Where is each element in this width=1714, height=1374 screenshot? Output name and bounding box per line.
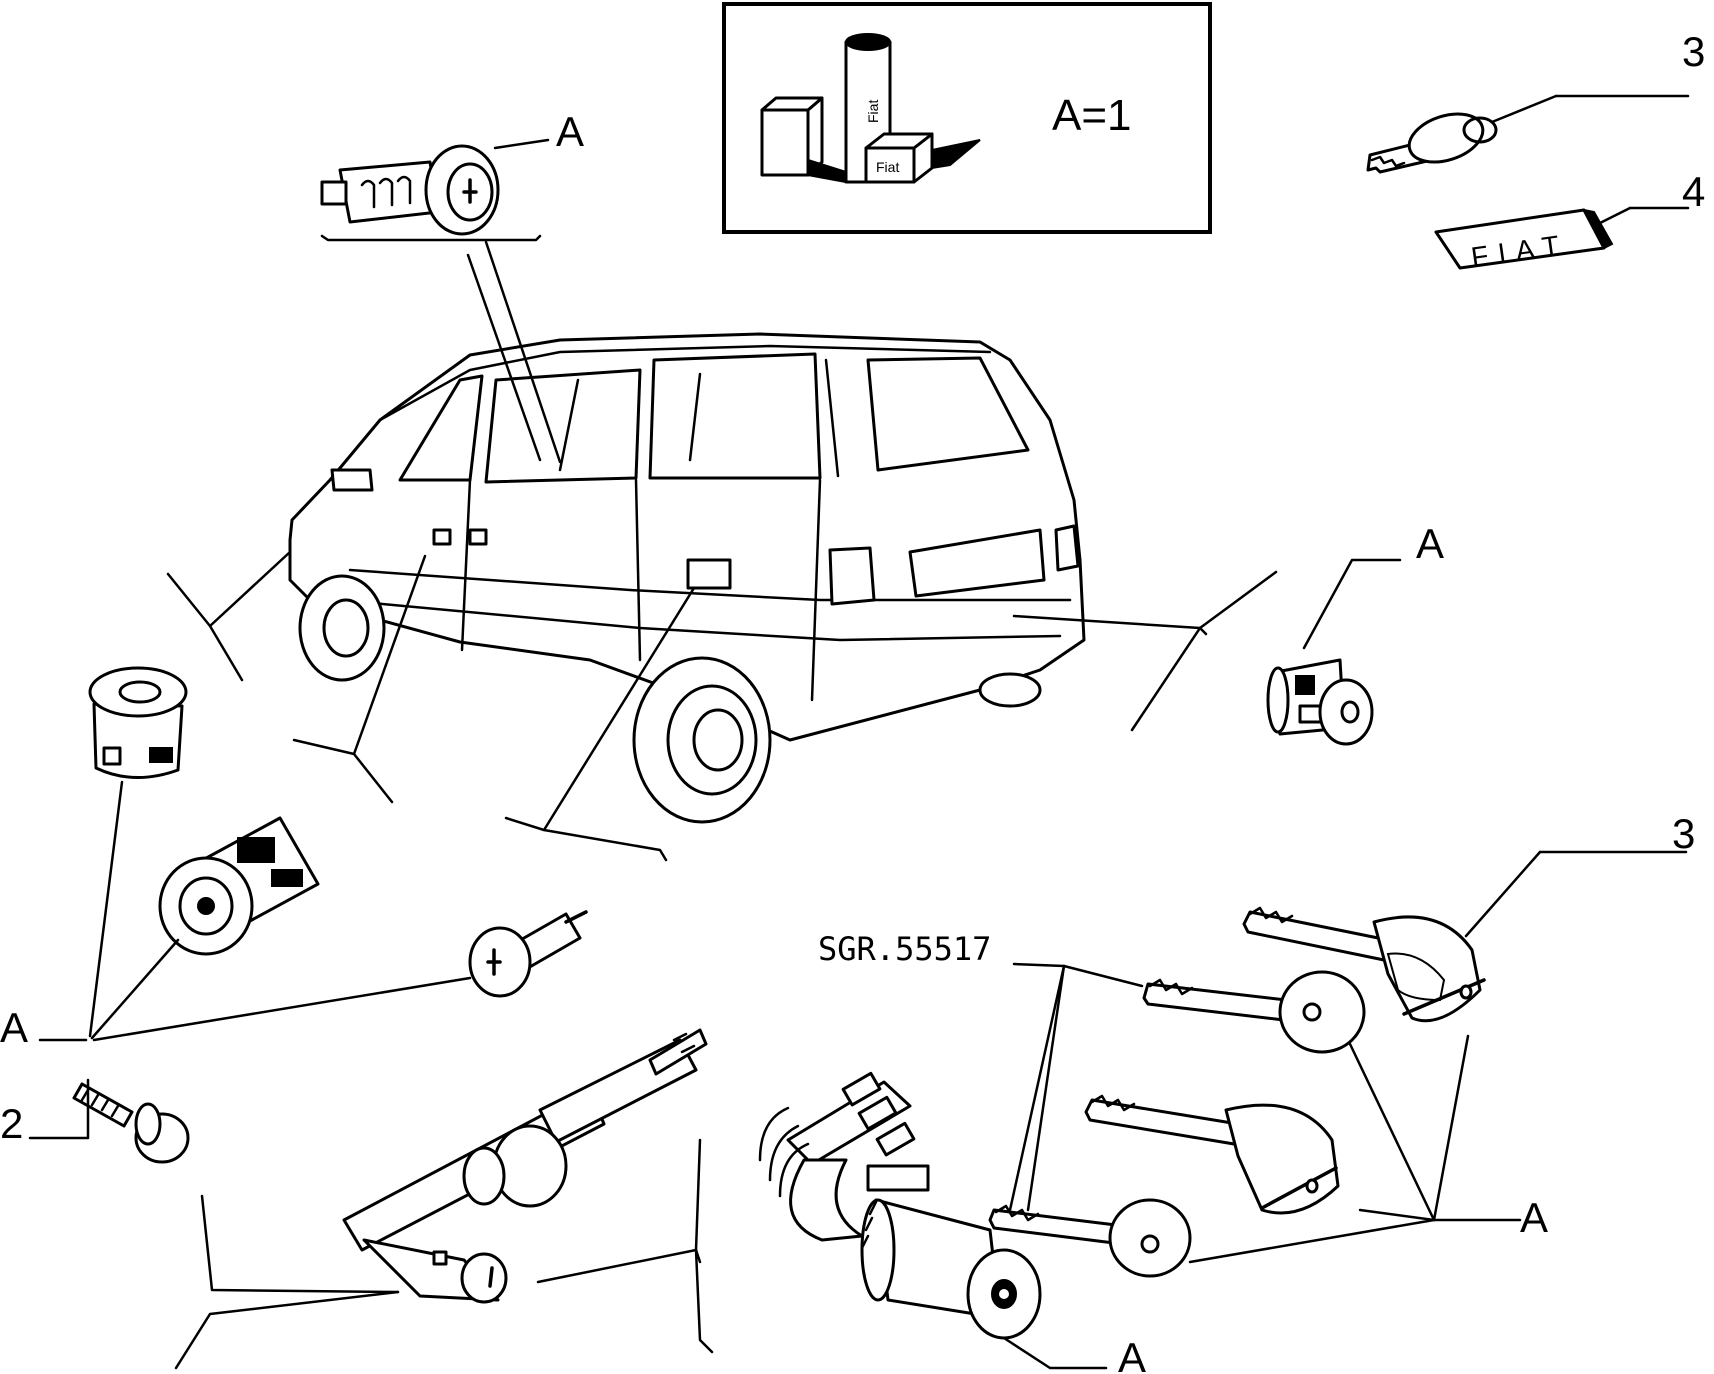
label-3-top: 3 (1682, 28, 1705, 75)
label-3-mid: 3 (1672, 810, 1695, 857)
leader-lines-keys (1008, 850, 1688, 1264)
leader-lines-van (166, 240, 1278, 862)
minivan-illustration (288, 332, 1086, 824)
legend-box: Fiat Fiat A=1 (722, 2, 1212, 234)
part-code: SGR.55517 (818, 930, 991, 968)
left-lock-cylinder-3 (468, 910, 588, 998)
logo-text-2: Fiat (876, 159, 899, 175)
key-3 (1084, 1094, 1340, 1215)
key-2 (1242, 906, 1486, 1023)
label-a-left: A (0, 1004, 28, 1051)
label-a-right: A (1416, 520, 1444, 567)
leader-lines-left (38, 780, 472, 1042)
fiat-badge: FIAT 4 (1434, 168, 1705, 273)
legend-text: A=1 (1052, 91, 1132, 140)
steering-lock-assembly (342, 1028, 708, 1304)
key-blank: 3 (1366, 28, 1705, 174)
label-a-bottom: A (1118, 1334, 1146, 1374)
left-lock-cylinder-1 (88, 666, 188, 779)
ignition-switch: A (758, 1071, 1146, 1374)
label-a-top-center: A (556, 108, 584, 155)
leader-lines-steering (174, 1138, 714, 1370)
label-2: 2 (0, 1100, 23, 1147)
left-lock-cylinder-2 (158, 816, 320, 956)
key-4 (988, 1198, 1192, 1278)
right-lock-cylinder: A (1266, 520, 1444, 746)
screw: 2 (0, 1078, 190, 1164)
fiat-cylinder-logo-icon: Fiat Fiat (760, 33, 981, 184)
label-a-bottom-right: A (1520, 1194, 1548, 1241)
logo-text: Fiat (865, 100, 881, 123)
label-4: 4 (1682, 168, 1705, 215)
rear-hatch-lock-cylinder: A (320, 108, 584, 242)
key-1 (1142, 970, 1366, 1054)
